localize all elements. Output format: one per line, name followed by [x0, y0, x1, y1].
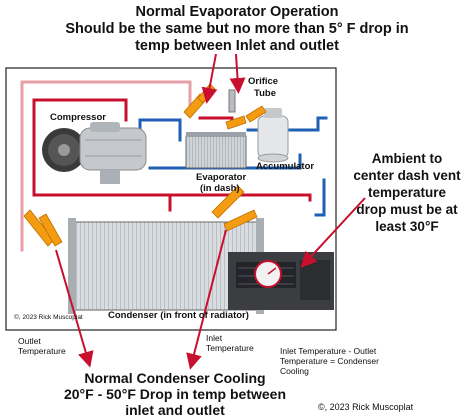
ambient-line-4: drop must be at — [356, 202, 458, 217]
accumulator-label: Accumulator — [256, 161, 315, 172]
compressor-label: Compressor — [50, 112, 106, 123]
orifice-tube-icon — [228, 89, 236, 113]
outlet-label-1: Outlet — [18, 336, 41, 346]
orifice-label-1: Orifice — [248, 76, 279, 87]
formula-line-1: Inlet Temperature - Outlet — [280, 346, 377, 356]
discharge-line — [32, 98, 128, 180]
formula-line-2: Temperature = Condenser — [280, 356, 379, 366]
footer-line-2: 20°F - 50°F Drop in temp between — [63, 386, 286, 402]
high-pressure-line — [20, 80, 192, 252]
evaporator-label-1: Evaporator — [196, 172, 247, 183]
outlet-arrow — [55, 249, 94, 368]
evap-arrow-left — [201, 53, 218, 104]
accumulator-icon — [257, 108, 289, 163]
outlet-label-2: Temperature — [18, 346, 66, 356]
inlet-label-1: Inlet — [206, 333, 223, 343]
inlet-arrow — [186, 229, 227, 370]
ambient-line-1: Ambient to — [371, 151, 443, 166]
ambient-line-5: least 30°F — [375, 219, 439, 234]
formula-line-3: Cooling — [280, 366, 309, 376]
clamp-icon — [23, 83, 267, 247]
header-line-3: temp between Inlet and outlet — [135, 38, 339, 54]
orifice-label-2: Tube — [254, 88, 276, 99]
ambient-line-2: center dash vent — [353, 168, 461, 183]
dash-vent-thermometer-icon — [228, 252, 334, 310]
footer-line-1: Normal Condenser Cooling — [84, 370, 266, 386]
header-line-2: Should be the same but no more than 5° F… — [65, 21, 409, 37]
bottom-copyright: ©, 2023 Rick Muscoplat — [318, 402, 414, 412]
inlet-label-2: Temperature — [206, 343, 254, 353]
footer-line-3: inlet and outlet — [125, 402, 225, 418]
ambient-arrow — [300, 197, 366, 268]
evap-arrow-right — [229, 53, 246, 94]
condenser-inlet-line — [32, 176, 312, 202]
inner-copyright: ©, 2023 Rick Muscoplat — [14, 314, 83, 321]
header-line-1: Normal Evaporator Operation — [135, 4, 339, 20]
compressor-icon — [42, 122, 147, 184]
evaporator-icon — [185, 132, 247, 169]
condenser-label: Condenser (in front of radiator) — [108, 310, 249, 321]
evaporator-label-2: (in dash) — [200, 183, 240, 194]
ambient-line-3: temperature — [367, 185, 447, 200]
